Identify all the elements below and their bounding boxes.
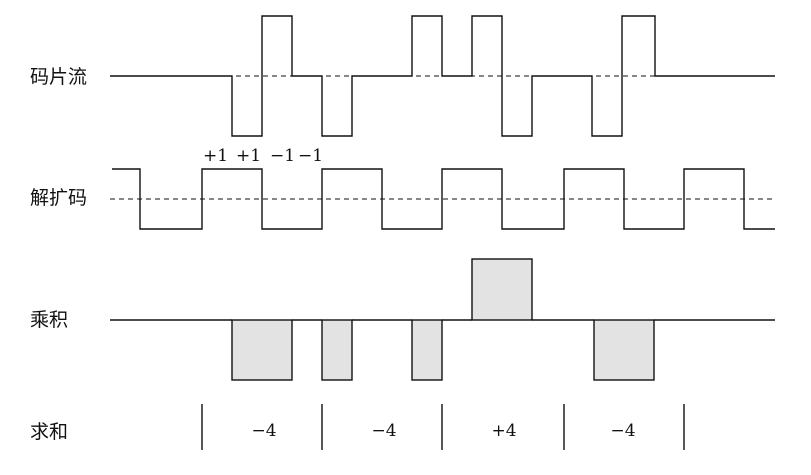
product-area-5	[593, 319, 655, 381]
row-label-chip-stream: 码片流	[30, 66, 88, 88]
chip-value-label: −1	[298, 146, 324, 166]
row-label-product: 乘积	[30, 309, 69, 331]
sum-value: −4	[610, 421, 636, 441]
row-label-sum: 求和	[30, 421, 69, 443]
product-area-1	[231, 319, 293, 381]
sum-value: −4	[251, 421, 277, 441]
sum-dividers	[201, 404, 685, 450]
chip-stream-waveform	[110, 15, 775, 137]
chip-value-label: −1	[270, 146, 296, 166]
chip-value-label: +1	[236, 146, 262, 166]
product-area-4	[471, 258, 533, 321]
chip-value-label: +1	[203, 146, 229, 166]
product-area-2	[321, 319, 353, 381]
product-area-3	[411, 319, 443, 381]
sum-value: −4	[371, 421, 397, 441]
sum-value: +4	[491, 421, 517, 441]
despread-code-waveform	[112, 168, 775, 230]
row-label-despread-code: 解扩码	[30, 187, 88, 209]
